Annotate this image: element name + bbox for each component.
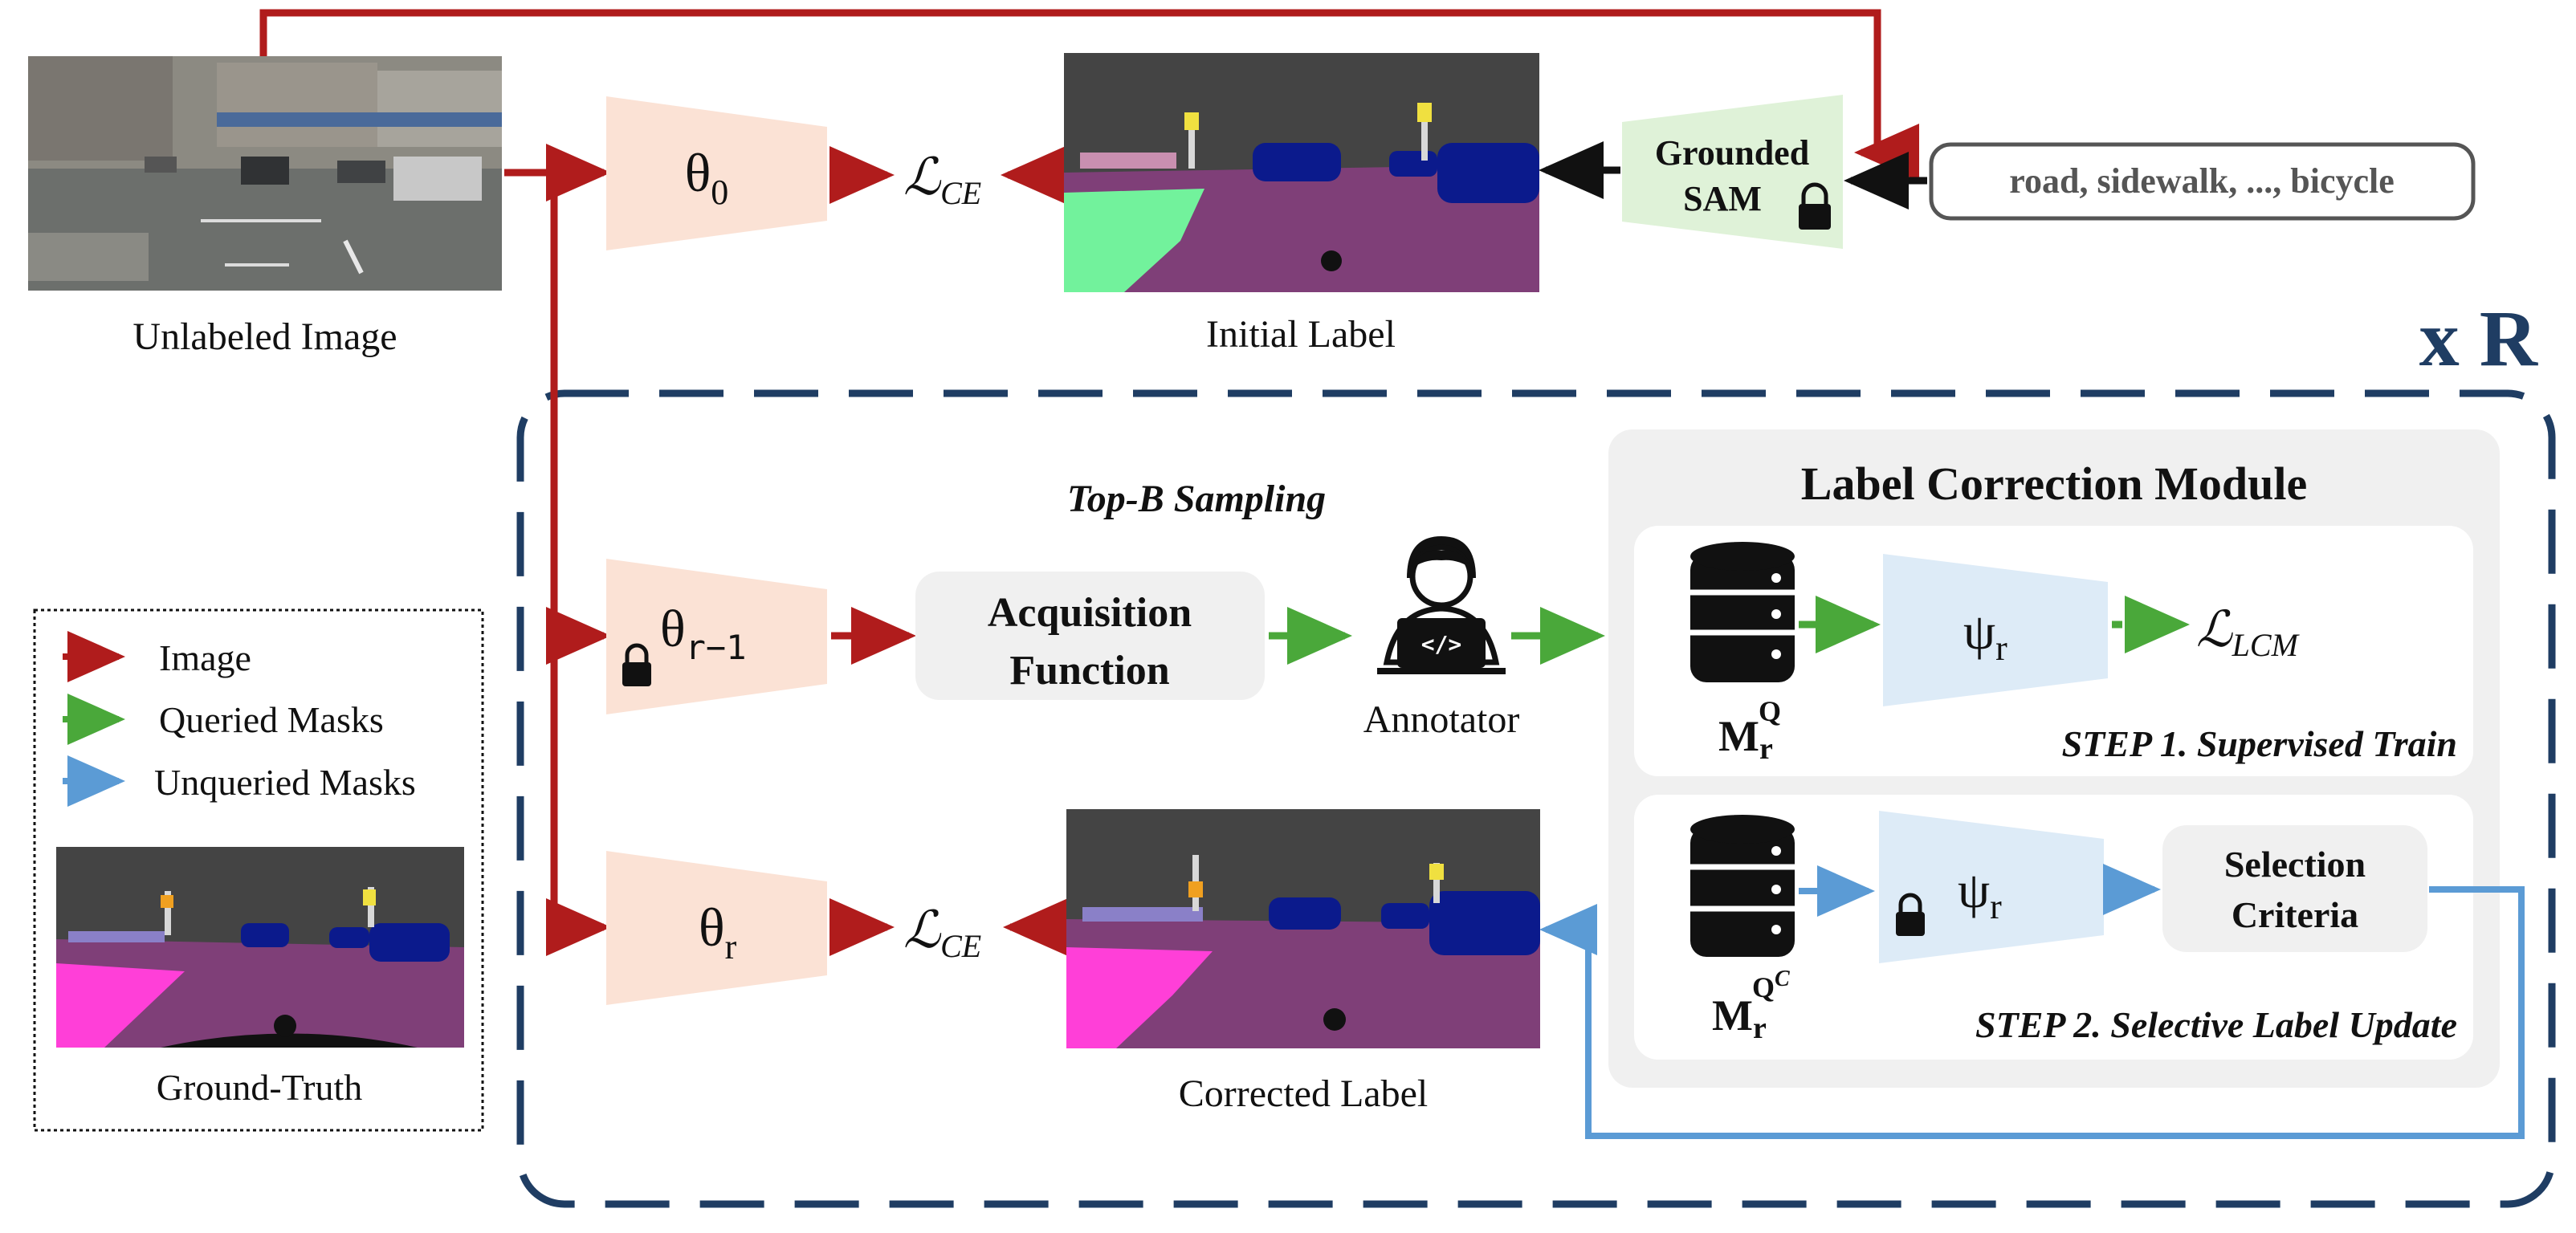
mask-queried-symbol: Mr Q (1718, 695, 1783, 768)
lock-icon (1799, 182, 1831, 230)
psi-step2-lock-icon (1896, 893, 1925, 936)
initial-label-caption: Initial Label (1206, 313, 1396, 356)
loss-ce-top: ℒCE (903, 149, 981, 211)
loss-lcm: ℒLCM (2196, 603, 2301, 663)
acquisition-line1: Acquisition (988, 590, 1192, 636)
theta0-symbol: θ0 (685, 142, 729, 212)
theta-r1-block (606, 559, 827, 714)
theta-r1-symbol: θr−1 (660, 600, 746, 667)
theta-r-symbol: θr (699, 897, 737, 966)
grounded-sam-line1: Grounded (1655, 133, 1809, 173)
class-prompt-text: road, sidewalk, ..., bicycle (2009, 161, 2395, 201)
psi-symbol-step2: ψr (1958, 861, 2002, 926)
class-prompt-box (1929, 142, 2476, 221)
legend-queried-label: Queried Masks (159, 699, 384, 740)
lcm-title: Label Correction Module (1801, 458, 2307, 510)
acquisition-function-block (915, 572, 1265, 700)
grounded-sam-block (1622, 95, 1843, 249)
psi-block-step2 (1879, 811, 2104, 963)
selection-line1: Selection (2224, 844, 2366, 885)
legend-image-label: Image (159, 637, 251, 678)
corrected-label-image (1066, 809, 1540, 1048)
repeat-label: x R (2419, 294, 2539, 383)
selection-line2: Criteria (2232, 894, 2358, 935)
top-b-sampling-label: Top-B Sampling (1067, 478, 1326, 520)
loss-ce-bottom: ℒCE (903, 901, 981, 964)
theta-r1-lock-icon (622, 643, 651, 686)
acquisition-line2: Function (1009, 648, 1169, 694)
grounded-sam-line2: SAM (1683, 179, 1762, 218)
step2-label: STEP 2. Selective Label Update (1975, 1004, 2457, 1045)
ground-truth-image (56, 847, 464, 1048)
theta0-block (606, 96, 827, 250)
ground-truth-caption: Ground-Truth (157, 1067, 362, 1108)
psi-symbol-step1: ψr (1963, 603, 2007, 668)
legend-box (33, 608, 484, 1132)
theta-r-block (606, 851, 827, 1005)
database-icon-queried (1690, 542, 1795, 682)
corrected-label-caption: Corrected Label (1179, 1072, 1429, 1115)
svg-text:</>: </> (1421, 631, 1462, 657)
unlabeled-image-caption: Unlabeled Image (132, 315, 397, 358)
repeat-loop-frame (516, 389, 2556, 1208)
annotator-caption: Annotator (1363, 698, 1520, 741)
unlabeled-image (28, 56, 502, 291)
step1-label: STEP 1. Supervised Train (2062, 723, 2457, 764)
selection-to-corrected-label-arrow (1539, 886, 2525, 1139)
psi-block-step1 (1883, 554, 2108, 706)
database-icon-unqueried (1690, 815, 1795, 957)
mask-unqueried-symbol: Mr QC (1712, 966, 1790, 1048)
legend-unqueried-label: Unqueried Masks (154, 762, 416, 803)
annotator-icon: </> (1377, 536, 1506, 674)
initial-label-image (1064, 53, 1539, 292)
selection-criteria-block (2162, 825, 2427, 952)
